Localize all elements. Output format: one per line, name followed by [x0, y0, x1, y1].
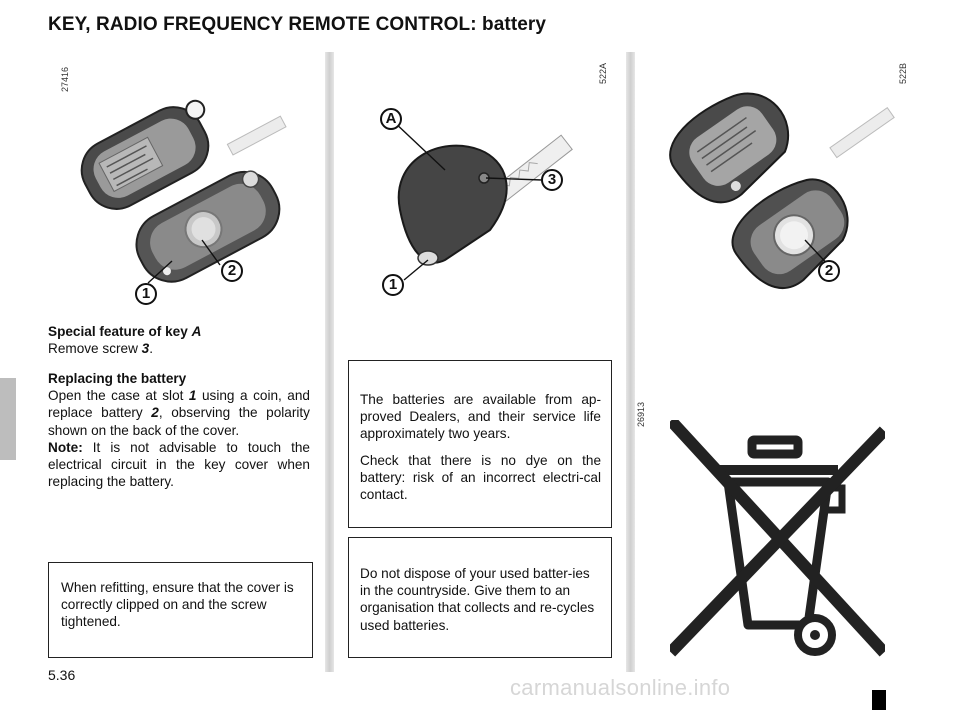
column-divider-right: [626, 52, 635, 672]
open-key-figure: [80, 99, 287, 284]
special-feature-text: Remove screw 3.: [48, 341, 154, 357]
column-divider-left: [325, 52, 334, 672]
callout-1-left: 1: [135, 283, 157, 305]
refitting-note-text: When refitting, ensure that the cover is…: [61, 580, 294, 630]
crossed-bin-icon: [670, 420, 885, 657]
replacing-battery-section: Replacing the battery Open the case at s…: [48, 370, 310, 490]
callout-2-right: 2: [818, 260, 840, 282]
battery-info-box: The batteries are available from ap-prov…: [348, 360, 612, 528]
replacing-battery-heading: Replacing the battery: [48, 371, 187, 386]
page-title: KEY, RADIO FREQUENCY REMOTE CONTROL: bat…: [48, 14, 547, 35]
section-tab: [0, 378, 16, 460]
disposal-box: Do not dispose of your used batter-ies i…: [348, 537, 612, 658]
callout-a: A: [380, 108, 402, 130]
special-feature-heading: Special feature of key A: [48, 324, 202, 339]
callout-3: 3: [541, 169, 563, 191]
watermark: carmanualsonline.info: [510, 675, 731, 700]
figure-code-bin: 26913: [636, 401, 646, 427]
battery-availability-text: The batteries are available from ap-prov…: [360, 392, 601, 442]
special-feature-section: Special feature of key A Remove screw 3.: [48, 323, 310, 357]
closed-key-figure: [391, 119, 573, 281]
replacing-battery-text: Open the case at slot 1 using a coin, an…: [48, 388, 310, 490]
callout-2-left: 2: [221, 260, 243, 282]
callout-1-middle: 1: [382, 274, 404, 296]
figure-code-left: 27416: [60, 66, 70, 92]
corner-mark: [872, 690, 886, 710]
open-key-variant-figure: [669, 92, 895, 290]
refitting-note-box: When refitting, ensure that the cover is…: [48, 562, 313, 658]
disposal-text: Do not dispose of your used batter-ies i…: [360, 566, 595, 633]
page-number: 5.36: [48, 667, 76, 683]
figure-code-middle: 522A: [598, 62, 608, 84]
battery-dye-text: Check that there is no dye on the batter…: [360, 452, 601, 503]
